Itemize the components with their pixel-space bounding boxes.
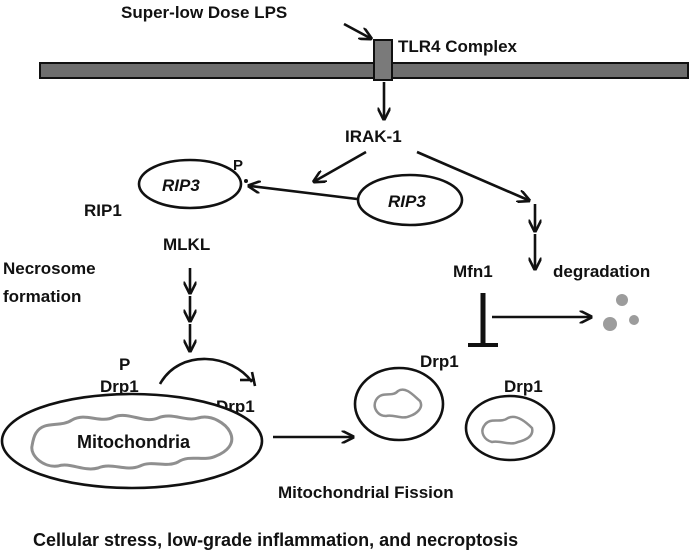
fragmented-mitochondrion-right (464, 394, 556, 462)
p-rip3-label: P (233, 157, 243, 174)
drp1-fission-left-label: Drp1 (420, 352, 459, 371)
rip3-phospho-arrow (250, 186, 358, 201)
lps-arrow (343, 22, 370, 38)
degradation-label: degradation (553, 262, 650, 281)
irak1-mfn1-arrow (416, 150, 528, 200)
phospho-dot (244, 179, 248, 183)
fragment-cristae-left (373, 388, 423, 419)
degraded-fragment (629, 315, 639, 325)
tlr4-label: TLR4 Complex (398, 37, 518, 56)
rip1-label: RIP1 (84, 201, 122, 220)
tlr4-receptor (373, 39, 393, 81)
mitochondrial-fission-label: Mitochondrial Fission (278, 483, 454, 502)
dephospho-curve-tick (250, 371, 257, 387)
degraded-fragment (603, 317, 617, 331)
necrosome-label-line2: formation (3, 287, 81, 306)
rip3-right-label: RIP3 (388, 192, 426, 211)
degraded-fragment (616, 294, 628, 306)
mitochondrion-cristae (30, 413, 234, 471)
fragmented-mitochondrion-left (353, 366, 445, 442)
mlkl-label: MLKL (163, 235, 210, 254)
mfn1-label: Mfn1 (453, 262, 493, 281)
drp1-phospho-label: Drp1 (100, 377, 139, 396)
irak1-label: IRAK-1 (345, 127, 402, 146)
rip3-ellipse (356, 173, 464, 227)
p-drp1-label: P (119, 355, 130, 374)
figure-caption: Cellular stress, low-grade inflammation,… (33, 530, 518, 550)
rip3-left-label: RIP3 (162, 176, 200, 195)
necrosome-label-line1: Necrosome (3, 259, 96, 278)
fragment-cristae-right (481, 415, 534, 445)
dephospho-curve-arrow (158, 357, 254, 385)
lps-label: Super-low Dose LPS (121, 3, 287, 22)
drp1-fission-right-label: Drp1 (504, 377, 543, 396)
rip3-phospho-ellipse (137, 158, 243, 210)
mitochondria-label: Mitochondria (77, 432, 191, 452)
cell-membrane (39, 62, 689, 79)
irak1-rip3-left-arrow (315, 150, 367, 181)
